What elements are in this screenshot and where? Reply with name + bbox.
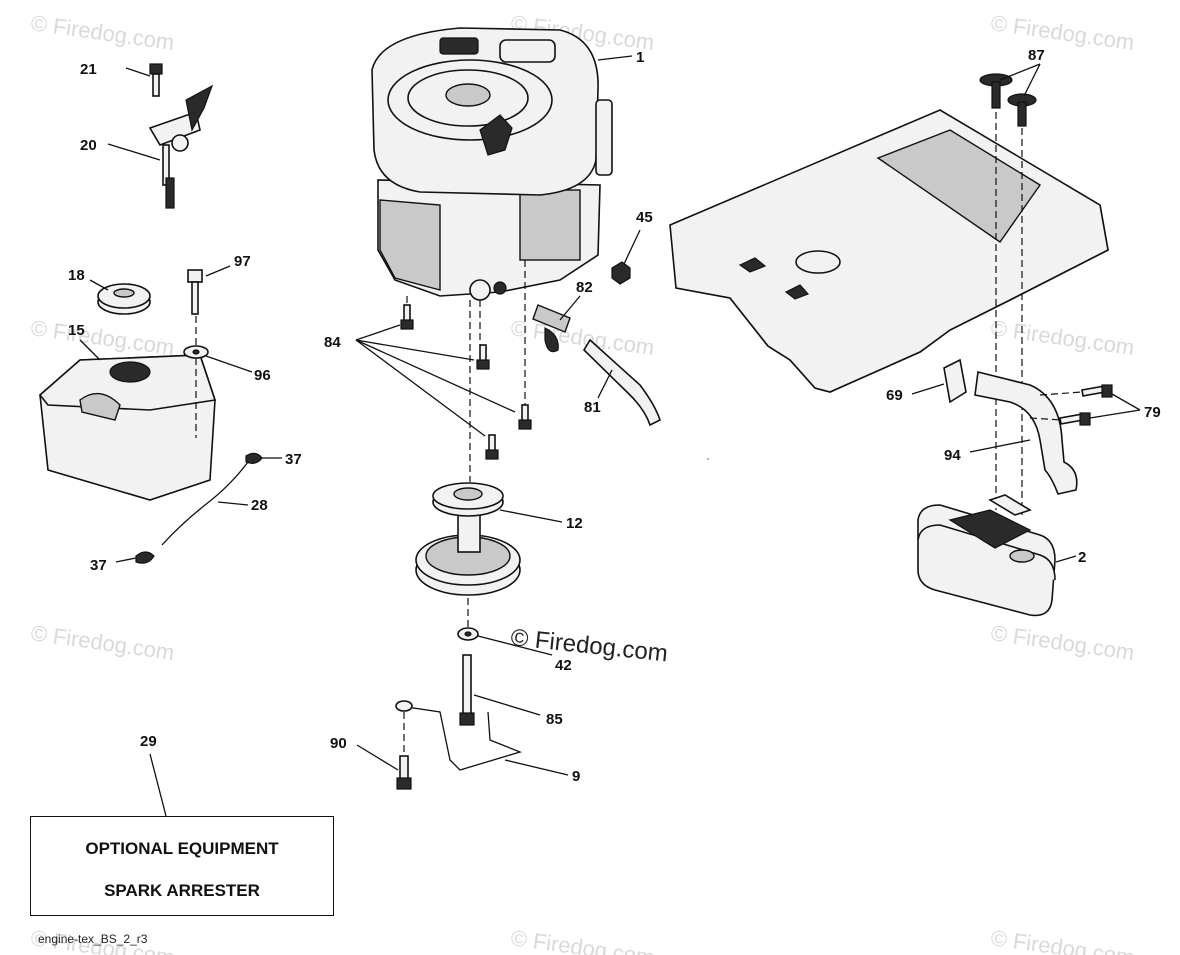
clamp-37-upper[interactable]: [245, 452, 263, 464]
callout-20[interactable]: 20: [80, 137, 97, 154]
watermark: © Firedog.com: [509, 315, 656, 360]
callout-9[interactable]: 9: [572, 768, 580, 785]
screw-21[interactable]: [149, 63, 163, 97]
callout-12[interactable]: 12: [566, 515, 583, 532]
throttle-control-20[interactable]: [148, 84, 214, 209]
watermark: © Firedog.com: [29, 620, 176, 665]
callout-87[interactable]: 87: [1028, 47, 1045, 64]
callout-29[interactable]: 29: [140, 733, 157, 750]
callout-94[interactable]: 94: [944, 447, 961, 464]
exhaust-pipe-94[interactable]: [974, 371, 1078, 495]
frame-plate[interactable]: [669, 109, 1109, 393]
fuel-line-28[interactable]: [161, 461, 249, 546]
diagram-code: engine-tex_BS_2_r3: [38, 932, 148, 946]
callout-81[interactable]: 81: [584, 399, 601, 416]
optional-equipment-box: OPTIONAL EQUIPMENT SPARK ARRESTER: [30, 816, 334, 916]
callout-28[interactable]: 28: [251, 497, 268, 514]
fuel-cap-18[interactable]: [97, 283, 151, 315]
callout-42[interactable]: 42: [555, 657, 572, 674]
callout-84[interactable]: 84: [324, 334, 341, 351]
watermark: © Firedog.com: [989, 620, 1136, 665]
bolts-84[interactable]: [400, 304, 532, 460]
callout-82[interactable]: 82: [576, 279, 593, 296]
callout-79[interactable]: 79: [1144, 404, 1161, 421]
fuel-tank-15[interactable]: [38, 354, 217, 501]
bolt-90[interactable]: [396, 755, 412, 790]
pulley-12[interactable]: [415, 482, 521, 596]
bolts-87[interactable]: [979, 73, 1037, 127]
optional-equipment-label: OPTIONAL EQUIPMENT: [85, 839, 279, 858]
callout-18[interactable]: 18: [68, 267, 85, 284]
watermark: © Firedog.com: [29, 315, 176, 360]
callout-69[interactable]: 69: [886, 387, 903, 404]
watermark: © Firedog.com: [989, 315, 1136, 360]
watermark: © Firedog.com: [509, 925, 656, 955]
callout-37-upper[interactable]: 37: [285, 451, 302, 468]
muffler-2[interactable]: [917, 494, 1056, 617]
callout-2[interactable]: 2: [1078, 549, 1086, 566]
engine[interactable]: [371, 27, 613, 301]
fuel-line-81[interactable]: [582, 338, 661, 427]
bolts-79[interactable]: [1059, 384, 1113, 426]
spark-arrester-label: SPARK ARRESTER: [104, 881, 260, 900]
bolt-85[interactable]: [459, 654, 475, 726]
callout-45[interactable]: 45: [636, 209, 653, 226]
callout-37-lower[interactable]: 37: [90, 557, 107, 574]
callout-85[interactable]: 85: [546, 711, 563, 728]
center-watermark: © Firedog.com: [509, 624, 669, 667]
callout-1[interactable]: 1: [636, 49, 644, 66]
gasket-69[interactable]: [943, 358, 967, 404]
callout-97[interactable]: 97: [234, 253, 251, 270]
callout-21[interactable]: 21: [80, 61, 97, 78]
fuel-filter-82[interactable]: [532, 304, 571, 353]
callout-15[interactable]: 15: [68, 322, 85, 339]
clamp-37-lower[interactable]: [135, 551, 155, 564]
bracket-9[interactable]: [399, 705, 522, 771]
watermark: © Firedog.com: [29, 10, 176, 55]
callout-96[interactable]: 96: [254, 367, 271, 384]
watermark: © Firedog.com: [989, 10, 1136, 55]
leader-line: [597, 55, 633, 61]
watermark: © Firedog.com: [989, 925, 1136, 955]
bolt-97[interactable]: [187, 269, 203, 315]
callout-90[interactable]: 90: [330, 735, 347, 752]
nut-45[interactable]: [611, 261, 631, 285]
